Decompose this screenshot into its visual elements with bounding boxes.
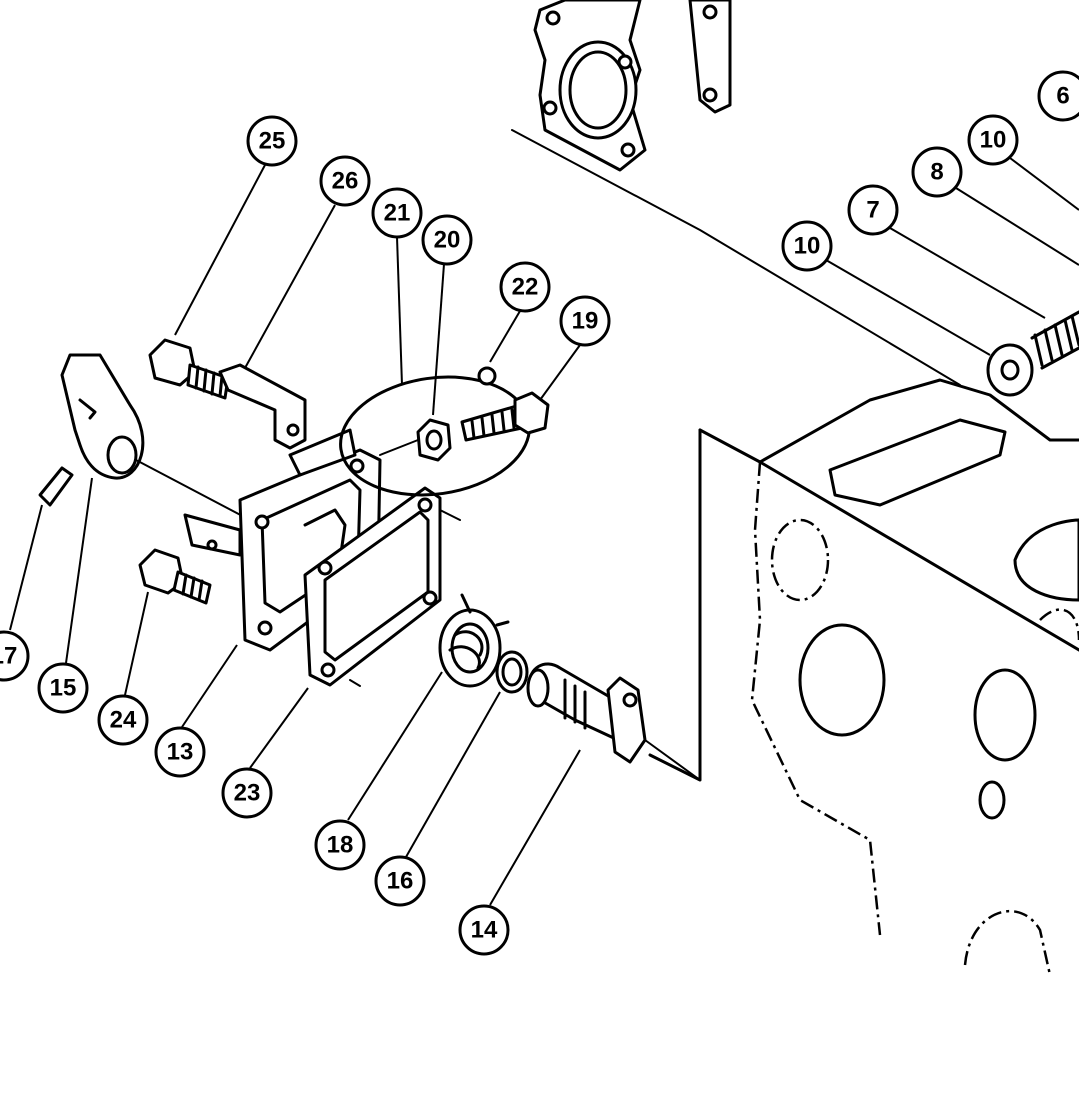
- callout-label: 20: [434, 227, 461, 254]
- callout-8: 8: [911, 146, 963, 198]
- callout-label: 15: [50, 675, 77, 702]
- callout-10-lower: 10: [781, 220, 833, 272]
- callout-14: 14: [458, 904, 510, 956]
- callout-label: 26: [332, 168, 359, 195]
- callout-label: 22: [512, 274, 539, 301]
- bolt-nut-group: [339, 366, 550, 497]
- spring-assembly: [986, 310, 1079, 397]
- callout-18: 18: [314, 819, 366, 871]
- callout-label: 16: [387, 868, 414, 895]
- callout-label: 18: [327, 832, 354, 859]
- callout-20: 20: [421, 214, 473, 266]
- callout-label: 10: [794, 233, 821, 260]
- callout-13: 13: [154, 726, 206, 778]
- leader-lines: [9, 157, 1079, 906]
- shaft-14: [526, 662, 701, 781]
- callout-17: 17: [0, 630, 30, 682]
- callout-label: 25: [259, 128, 286, 155]
- top-flange: [511, 0, 961, 386]
- callout-label: 24: [110, 707, 137, 734]
- callout-label: 13: [167, 739, 194, 766]
- spring-18: [438, 593, 510, 688]
- washer-16: [495, 650, 529, 694]
- bolt-and-bracket: [148, 338, 307, 450]
- callout-10-upper: 10: [967, 114, 1019, 166]
- engine-block: [648, 378, 1079, 976]
- callout-label: 8: [930, 159, 943, 186]
- gasket-23: [303, 486, 461, 687]
- callout-25: 25: [246, 115, 298, 167]
- callout-label: 6: [1056, 83, 1069, 110]
- callout-7: 7: [847, 184, 899, 236]
- callout-label: 21: [384, 200, 411, 227]
- callout-label: 10: [980, 127, 1007, 154]
- callout-22: 22: [499, 261, 551, 313]
- callout-label: 17: [0, 643, 17, 670]
- callout-label: 7: [866, 197, 879, 224]
- callout-6: 6: [1037, 70, 1079, 122]
- callout-label: 23: [234, 780, 261, 807]
- callout-24: 24: [97, 694, 149, 746]
- callout-21: 21: [371, 187, 423, 239]
- callout-16: 16: [374, 855, 426, 907]
- callout-26: 26: [319, 155, 371, 207]
- callout-23: 23: [221, 767, 273, 819]
- housing-13: [183, 428, 382, 652]
- bolt-24: [138, 548, 212, 605]
- callout-label: 19: [572, 308, 599, 335]
- callout-label: 14: [471, 917, 498, 944]
- lever-and-pin: [38, 353, 251, 521]
- callout-19: 19: [559, 295, 611, 347]
- callout-15: 15: [37, 662, 89, 714]
